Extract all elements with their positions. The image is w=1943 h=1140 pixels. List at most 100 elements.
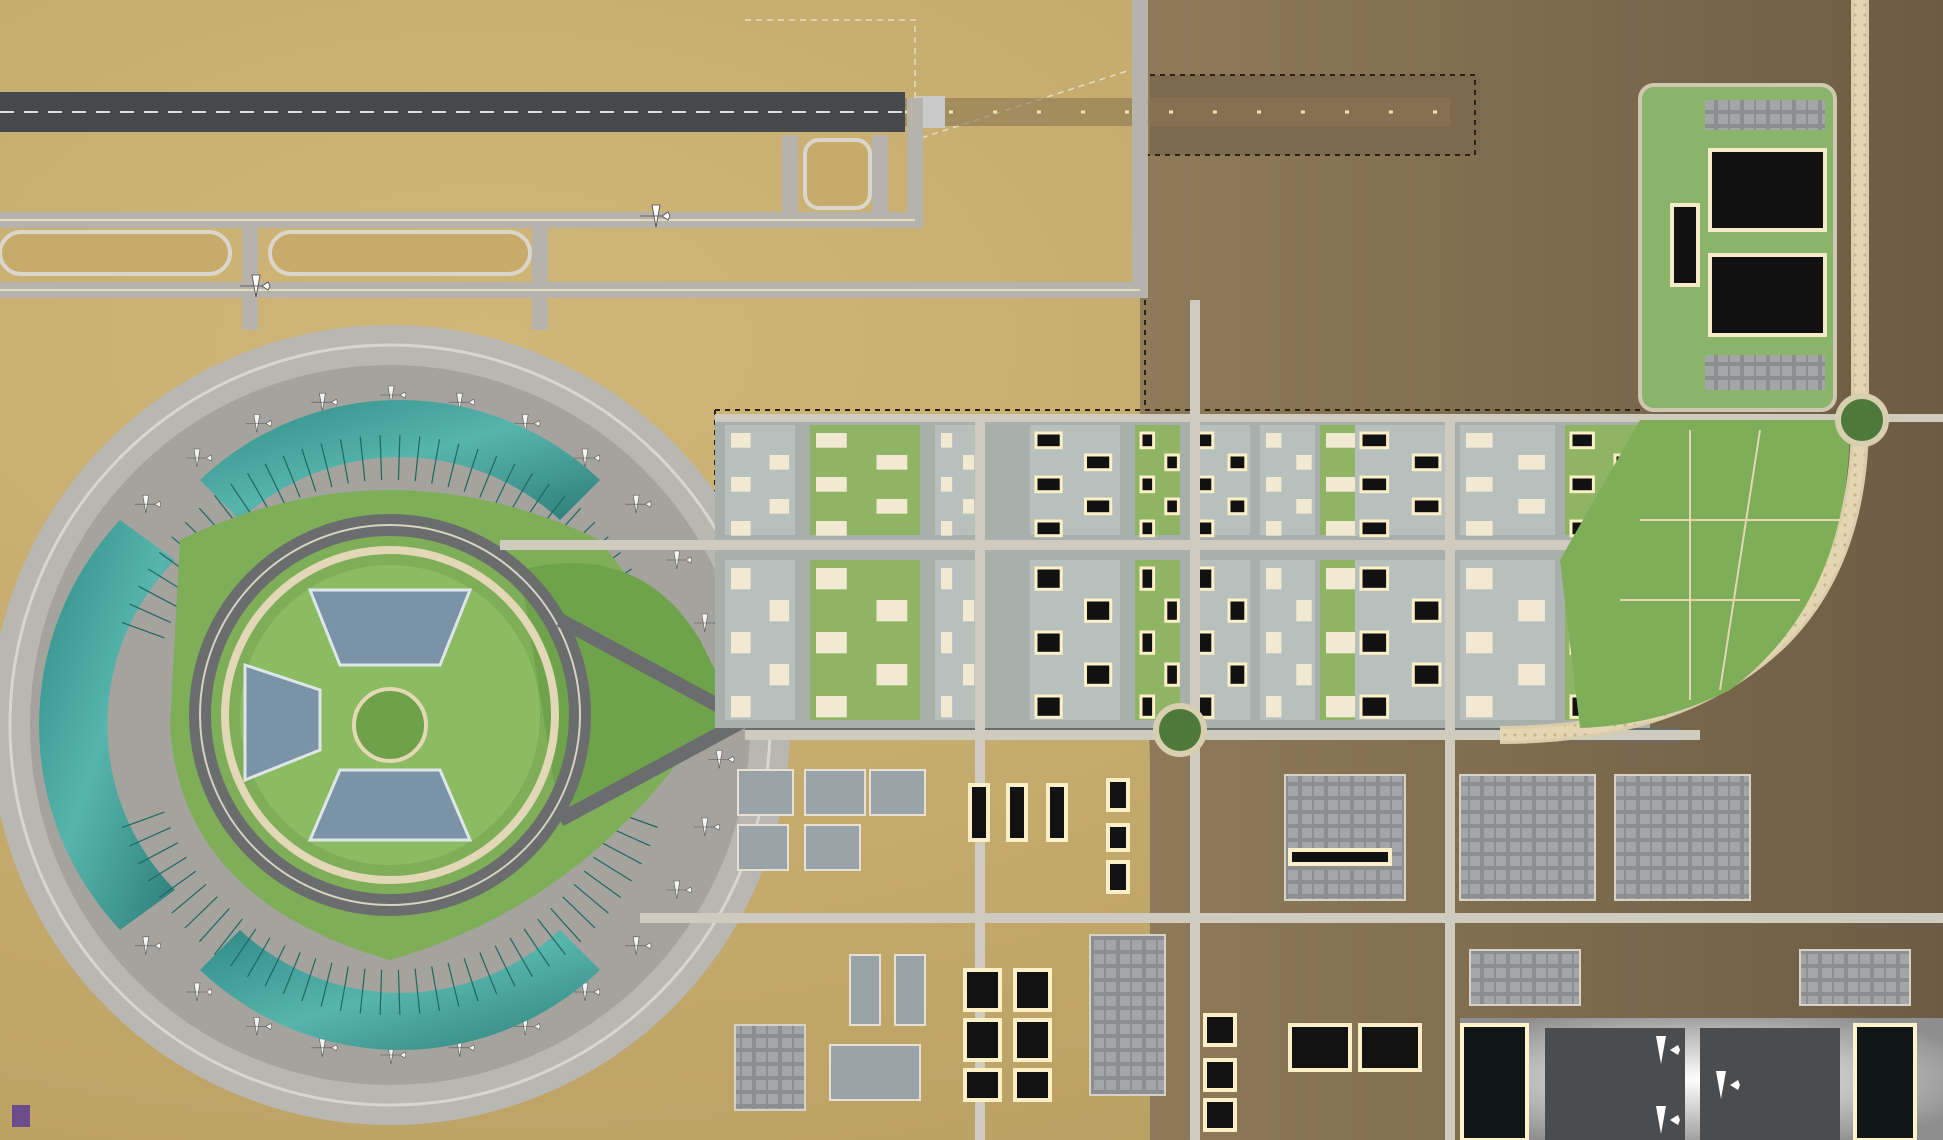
pier-rib	[147, 856, 187, 882]
pier-rib	[121, 811, 165, 829]
light-building	[769, 664, 790, 686]
dark-building	[1411, 598, 1442, 623]
pier-rib	[537, 918, 566, 955]
light-building	[876, 600, 908, 622]
dark-building	[1164, 598, 1180, 623]
light-building	[731, 433, 751, 448]
pier-rib	[264, 945, 286, 987]
light-building	[769, 455, 790, 470]
light-building	[1266, 632, 1282, 654]
dark-building	[1139, 431, 1156, 450]
dark-building	[1359, 694, 1390, 719]
pier-rib	[601, 842, 642, 865]
light-building	[941, 568, 953, 590]
light-building	[1466, 696, 1493, 718]
dark-building	[1139, 566, 1156, 591]
light-building	[941, 521, 953, 536]
dark-building	[1034, 694, 1063, 719]
light-building	[963, 499, 975, 514]
pier-rib	[414, 436, 421, 482]
light-building	[816, 433, 847, 448]
parked-aircraft-icon	[134, 936, 162, 955]
light-building	[876, 664, 908, 686]
roundabout-east[interactable]	[1835, 393, 1889, 447]
light-building	[1326, 568, 1357, 590]
pier-rib	[282, 455, 301, 498]
dark-building	[1569, 475, 1595, 494]
light-building	[731, 696, 751, 718]
pier-rib	[562, 896, 596, 929]
light-building	[1266, 477, 1282, 492]
light-building	[1326, 521, 1357, 536]
dark-building	[1084, 497, 1113, 516]
east-park	[1560, 420, 1850, 728]
pier-rib	[264, 463, 286, 505]
dark-building	[1164, 497, 1180, 516]
light-building	[1466, 477, 1493, 492]
light-building	[941, 696, 953, 718]
dark-building	[1084, 598, 1113, 623]
light-building	[1518, 664, 1545, 686]
parked-aircraft-icon	[186, 982, 213, 1002]
parked-aircraft-icon	[665, 550, 693, 570]
pier-rib	[583, 870, 621, 898]
pier-rib	[171, 883, 207, 914]
dark-building	[1359, 431, 1390, 450]
light-building	[1518, 600, 1545, 622]
warehouses	[737, 769, 926, 1101]
light-building	[1326, 632, 1357, 654]
pier-rib	[339, 966, 349, 1011]
light-building	[816, 477, 847, 492]
dark-building	[1411, 497, 1442, 516]
pier-rib	[494, 463, 516, 505]
grass-island-2	[0, 230, 232, 276]
parking-lots	[734, 774, 1911, 1111]
pier-rib	[214, 918, 243, 955]
parked-aircraft-icon	[380, 385, 407, 405]
pier-rib	[479, 455, 498, 498]
light-building	[1326, 696, 1357, 718]
light-building	[1296, 664, 1312, 686]
pier-rib	[359, 968, 366, 1014]
dark-building	[1164, 662, 1180, 687]
dark-building	[1034, 630, 1063, 655]
dark-building	[1034, 519, 1063, 538]
light-building	[731, 477, 751, 492]
light-building	[816, 568, 847, 590]
parked-aircraft-icon	[625, 494, 652, 514]
pier-rib	[159, 870, 197, 898]
light-building	[1266, 521, 1282, 536]
light-building	[769, 600, 790, 622]
terminal-pier-south	[200, 930, 600, 1050]
pier-rib	[431, 966, 441, 1011]
light-building	[1266, 568, 1282, 590]
roundabout-central[interactable]	[1153, 703, 1207, 757]
parked-aircraft-icon	[514, 414, 541, 433]
light-building	[876, 455, 908, 470]
pier-rib	[463, 958, 479, 1002]
pier-rib	[414, 968, 421, 1014]
pier-rib	[379, 435, 383, 481]
light-building	[1266, 696, 1282, 718]
pier-rib	[246, 472, 271, 513]
light-building	[941, 632, 953, 654]
pier-rib	[282, 952, 301, 995]
pier-rib	[431, 439, 441, 484]
pier-rib	[198, 907, 230, 943]
dark-building	[1359, 475, 1390, 494]
dark-building	[1227, 497, 1248, 516]
light-building	[731, 568, 751, 590]
pier-rib	[397, 969, 401, 1015]
grass-island-3	[803, 138, 872, 210]
pier-rib	[339, 439, 349, 484]
pier-rib	[593, 856, 633, 882]
grass-island	[268, 230, 532, 276]
dark-building	[1084, 453, 1113, 472]
light-building	[1466, 568, 1493, 590]
pier-rib	[447, 443, 460, 488]
pier-rib	[397, 435, 401, 481]
light-building	[731, 521, 751, 536]
pier-rib	[121, 621, 165, 639]
